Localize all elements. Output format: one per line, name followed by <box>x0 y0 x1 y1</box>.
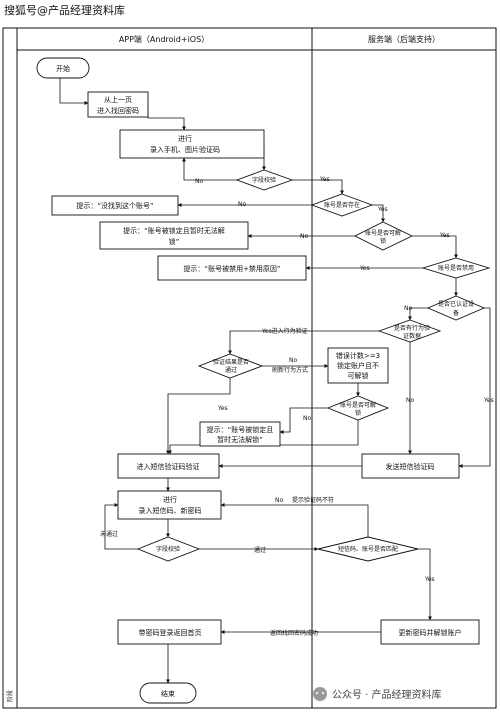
edge-labels: No Yes No Yes No Yes Yes No Yes进入行为验证 No… <box>100 176 494 637</box>
edge-label-no-4: No <box>404 305 412 312</box>
from-prev-box: 从上一页 进入找回密码 <box>87 91 149 118</box>
code-match-diamond: 短信码、账号是否匹配 <box>317 536 419 562</box>
error-count-line2: 锁定账户且不 <box>337 361 379 370</box>
lane-title-server: 服务端（后端支持） <box>368 34 440 44</box>
tip-locked-2-line1: 提示：“账号被锁定且 <box>207 425 274 434</box>
error-count-line1: 错误计数>=3 <box>336 351 380 360</box>
recognized-device-diamond: 是否已认证设 备 <box>426 295 486 321</box>
field-check-diamond-2: 字段校验 <box>136 536 201 562</box>
edge-label-no-7: No <box>303 415 311 422</box>
edge-label-yes-behavior: Yes进入行为验证 <box>261 327 308 335</box>
can-unlock-2-line2: 锁 <box>355 409 361 417</box>
can-unlock-1-line1: 账号是否可解 <box>365 229 401 237</box>
tip-locked-1-line2: 锁” <box>169 237 180 246</box>
tip-locked-1-line1: 提示：“账号被锁定且暂时无法解 <box>123 226 225 235</box>
verify-pass-diamond: 验证结果是否 通过 <box>197 353 264 379</box>
error-count-line3: 可解锁 <box>348 371 369 380</box>
enter-sms-box: 进入短信验证码验证 <box>117 453 220 479</box>
tip-no-account-label: 提示：“没找到这个账号” <box>76 201 153 210</box>
enter-code-pwd-line2: 录入短信码、新密码 <box>139 506 202 515</box>
field-check-label-2: 字段校验 <box>156 545 180 553</box>
tip-locked-2-line2: 暂时无法解锁” <box>217 435 263 444</box>
can-unlock-diamond-2: 账号是否可解 锁 <box>326 395 390 421</box>
edge-label-refresh: 刷新行为方式 <box>272 366 308 374</box>
field-check-diamond-1: 字段校验 <box>235 169 294 191</box>
edge-label-no-6: No <box>406 397 414 404</box>
watermark-top: 搜狐号@产品经理资料库 <box>4 3 125 17</box>
update-pwd-label: 更新密码并解锁账户 <box>399 628 462 637</box>
watermark-bottom: 公众号 · 产品经理资料库 <box>313 687 442 701</box>
edge-label-yes-5: Yes <box>217 405 228 412</box>
code-match-label: 短信码、账号是否匹配 <box>338 545 398 553</box>
edge-label-no-2: No <box>238 201 246 208</box>
send-sms-box: 发送短信验证码 <box>361 453 460 479</box>
edge-label-yes-7: Yes <box>424 576 435 583</box>
can-unlock-diamond-1: 账号是否可解 锁 <box>353 221 414 251</box>
can-unlock-2-line1: 账号是否可解 <box>340 401 376 409</box>
account-exists-diamond: 账号是否存在 <box>310 193 374 217</box>
is-banned-diamond: 账号是否禁用 <box>421 257 491 279</box>
edge-label-no-5: No <box>289 357 297 364</box>
lane-title-phase: 阶段 <box>6 690 14 702</box>
tip-locked-box-1: 提示：“账号被锁定且暂时无法解 锁” <box>99 221 249 250</box>
start-label: 开始 <box>56 64 70 73</box>
start-node: 开始 <box>36 57 90 79</box>
edge-label-yes-6: Yes <box>483 397 494 404</box>
watermark-bottom-text: 公众号 · 产品经理资料库 <box>332 688 442 701</box>
edge-label-no-8: No <box>275 497 283 504</box>
end-label: 结束 <box>161 689 175 698</box>
verify-pass-line2: 通过 <box>225 366 237 374</box>
edge-label-yes-4: Yes <box>359 265 370 272</box>
edge-label-no-1: No <box>195 178 203 185</box>
account-exists-label: 账号是否存在 <box>324 201 360 209</box>
flow-edges <box>59 78 491 684</box>
swimlane-frame <box>2 27 497 709</box>
enter-phone-line2: 录入手机、图片验证码 <box>150 145 220 154</box>
from-prev-line2: 进入找回密码 <box>97 106 139 115</box>
end-node: 结束 <box>139 682 197 704</box>
has-behavior-line2: 证数据 <box>403 332 421 340</box>
edge-label-return-success: 返回找回密码成功 <box>270 629 318 637</box>
recognized-device-line2: 备 <box>453 309 459 317</box>
has-behavior-line1: 是否有行为验 <box>394 324 430 332</box>
from-prev-line1: 从上一页 <box>104 95 132 104</box>
enter-phone-line1: 进行 <box>178 134 192 143</box>
wechat-icon <box>313 687 327 701</box>
edge-label-yes-2: Yes <box>377 206 388 213</box>
edge-label-pass: 通过 <box>254 546 266 554</box>
lane-title-app: APP端（Android+iOS） <box>119 34 209 44</box>
edge-label-code-mismatch: 提示验证码不符 <box>292 496 334 504</box>
tip-locked-box-2: 提示：“账号被锁定且 暂时无法解锁” <box>199 421 281 447</box>
login-home-box: 带密码登录返回首页 <box>117 619 222 645</box>
update-pwd-box: 更新密码并解锁账户 <box>380 619 480 645</box>
enter-code-pwd-box: 进行 录入短信码、新密码 <box>117 490 222 520</box>
has-behavior-diamond: 是否有行为验 证数据 <box>377 319 442 343</box>
send-sms-label: 发送短信验证码 <box>386 462 435 471</box>
tip-banned-label: 提示：“账号被禁用+禁用原因” <box>183 264 280 273</box>
tip-banned-box: 提示：“账号被禁用+禁用原因” <box>157 255 307 281</box>
enter-sms-label: 进入短信验证码验证 <box>137 462 200 471</box>
can-unlock-1-line2: 锁 <box>380 237 386 245</box>
recognized-device-line1: 是否已认证设 <box>438 300 474 308</box>
error-count-box: 错误计数>=3 锁定账户且不 可解锁 <box>327 347 389 384</box>
is-banned-label: 账号是否禁用 <box>438 264 474 272</box>
login-home-label: 带密码登录返回首页 <box>139 628 202 637</box>
enter-phone-box: 进行 录入手机、图片验证码 <box>119 129 265 159</box>
enter-code-pwd-line1: 进行 <box>163 495 177 504</box>
edge-label-yes-1: Yes <box>319 176 330 183</box>
verify-pass-line1: 验证结果是否 <box>213 358 249 366</box>
edge-label-no-3: No <box>300 233 308 240</box>
field-check-label-1: 字段校验 <box>252 176 276 184</box>
edge-label-not-pass: 未通过 <box>100 530 118 538</box>
edge-label-yes-3: Yes <box>439 232 450 239</box>
tip-no-account-box: 提示：“没找到这个账号” <box>51 195 179 216</box>
